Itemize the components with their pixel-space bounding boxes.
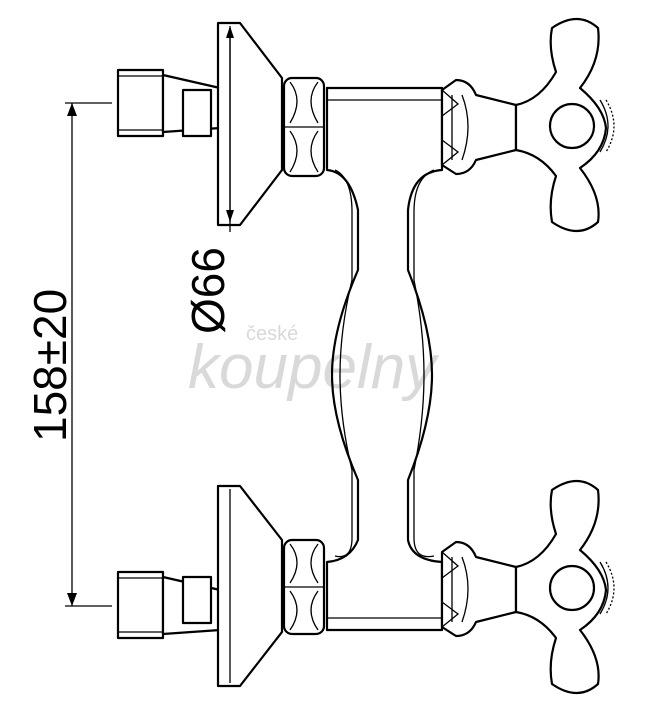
bottom-eccentric-window [181,575,213,625]
top-inlet-assembly [116,17,615,233]
bottom-handle-cap [548,564,596,612]
dimension-height-label: 158±20 [24,289,76,442]
watermark: české koupelny [188,323,440,402]
bottom-inlet-assembly [116,479,615,695]
top-escutcheon [216,21,284,227]
top-eccentric-window [181,88,213,138]
top-handle-cap [548,102,596,150]
bottom-thread-connector [116,570,165,640]
watermark-big-text: koupelny [188,333,440,402]
top-thread-connector [116,68,165,138]
dimension-diameter: Ø66 [182,26,234,334]
dimension-diameter-label: Ø66 [182,247,234,334]
mixer-body [325,86,444,632]
dimension-height: 158±20 [24,102,112,607]
watermark-small-text: české [246,323,298,345]
bottom-escutcheon [216,484,284,688]
top-valve-head [440,78,518,176]
bottom-valve-head [440,540,518,638]
